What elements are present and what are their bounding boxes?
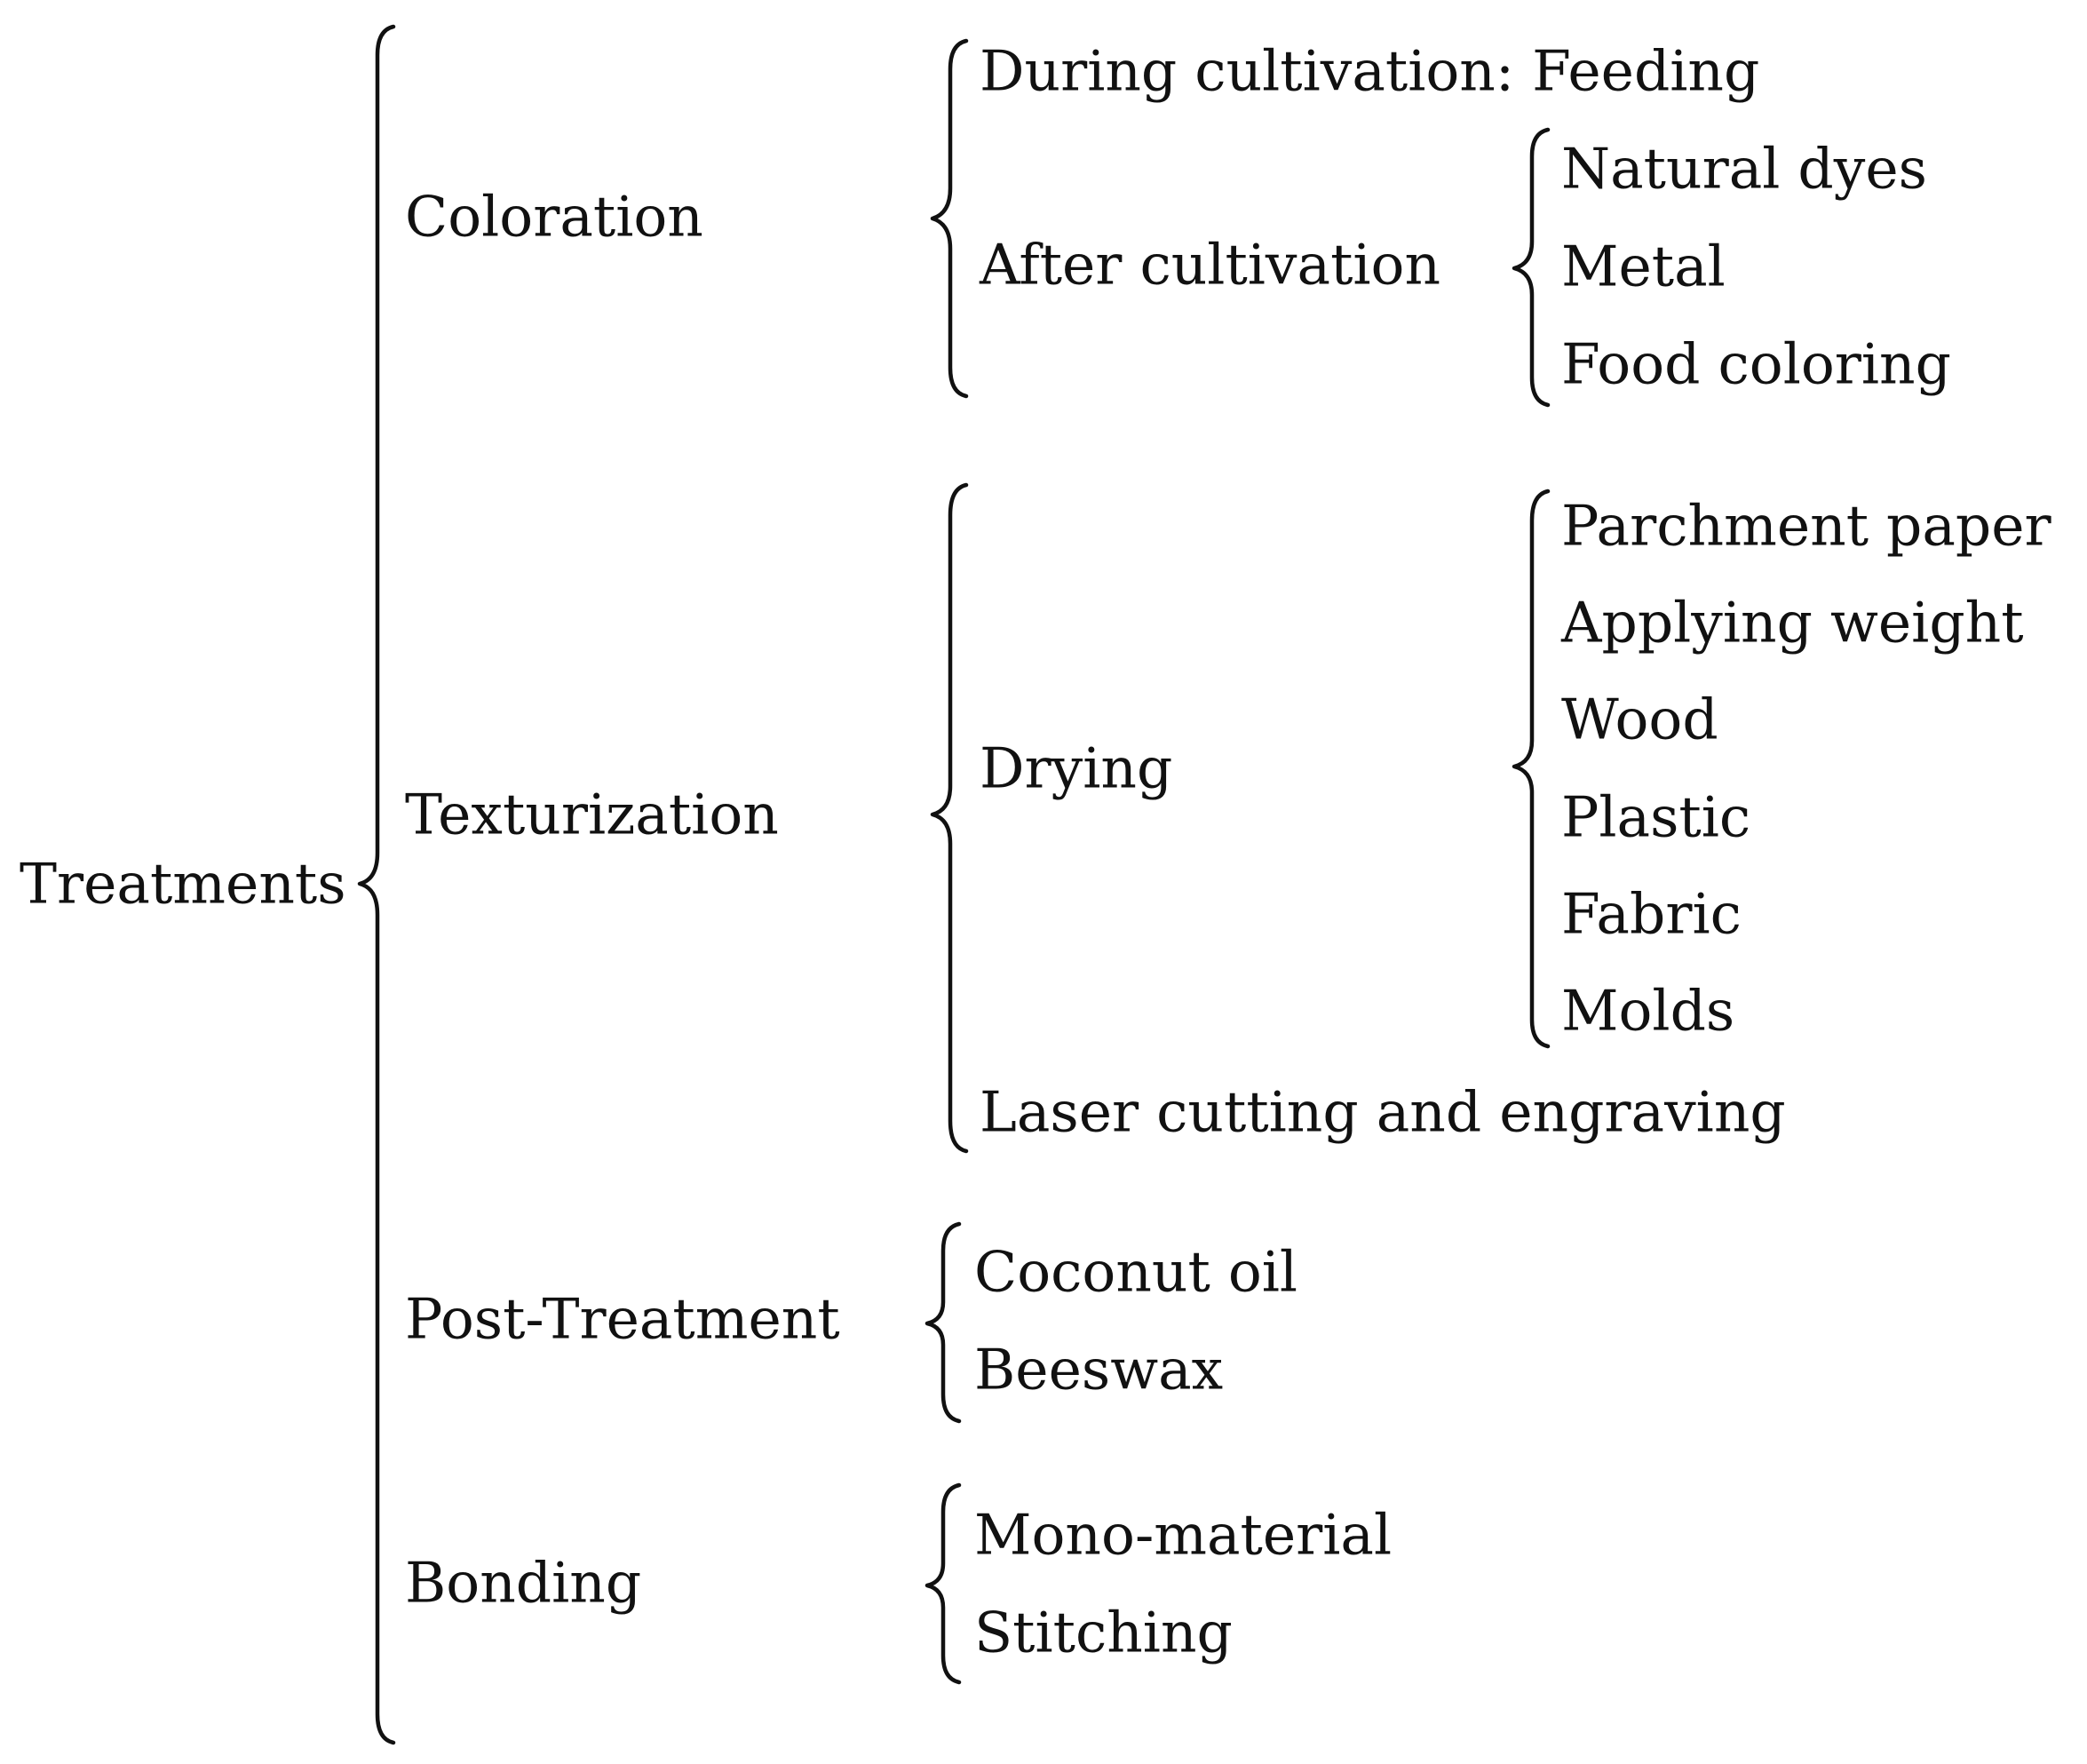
post-item-beeswax: Beeswax xyxy=(974,1337,1224,1402)
after-item-metal: Metal xyxy=(1561,234,1726,299)
drying-item-plastic: Plastic xyxy=(1561,784,1751,850)
bonding-item-stitching: Stitching xyxy=(974,1600,1233,1665)
drying-item-applying-weight: Applying weight xyxy=(1561,590,2024,656)
laser-cutting-label: Laser cutting and engraving xyxy=(980,1079,1786,1145)
drying-item-molds: Molds xyxy=(1561,978,1735,1044)
post-item-coconut-oil: Coconut oil xyxy=(974,1239,1298,1305)
drying-item-parchment-paper: Parchment paper xyxy=(1561,493,2051,559)
root-label: Treatments xyxy=(20,851,346,917)
post-treatment-label: Post-Treatment xyxy=(405,1286,840,1352)
drying-item-wood: Wood xyxy=(1561,687,1718,752)
texturization-label: Texturization xyxy=(405,782,779,847)
during-cultivation-label: During cultivation: Feeding xyxy=(980,38,1760,104)
brace-post-treatment xyxy=(924,1221,962,1424)
brace-drying xyxy=(1512,489,1551,1049)
bonding-label: Bonding xyxy=(405,1550,642,1616)
brace-texturization xyxy=(930,482,969,1154)
brace-coloration xyxy=(930,38,969,399)
brace-treatments xyxy=(357,24,396,1745)
drying-label: Drying xyxy=(980,735,1173,801)
bonding-item-mono-material: Mono-material xyxy=(974,1502,1393,1568)
after-cultivation-label: After cultivation xyxy=(980,232,1441,298)
after-item-food-coloring: Food coloring xyxy=(1561,331,1951,397)
after-item-natural-dyes: Natural dyes xyxy=(1561,136,1927,202)
coloration-label: Coloration xyxy=(405,184,703,250)
brace-bonding xyxy=(924,1482,962,1685)
brace-after-cultivation xyxy=(1512,127,1551,408)
drying-item-fabric: Fabric xyxy=(1561,881,1742,947)
